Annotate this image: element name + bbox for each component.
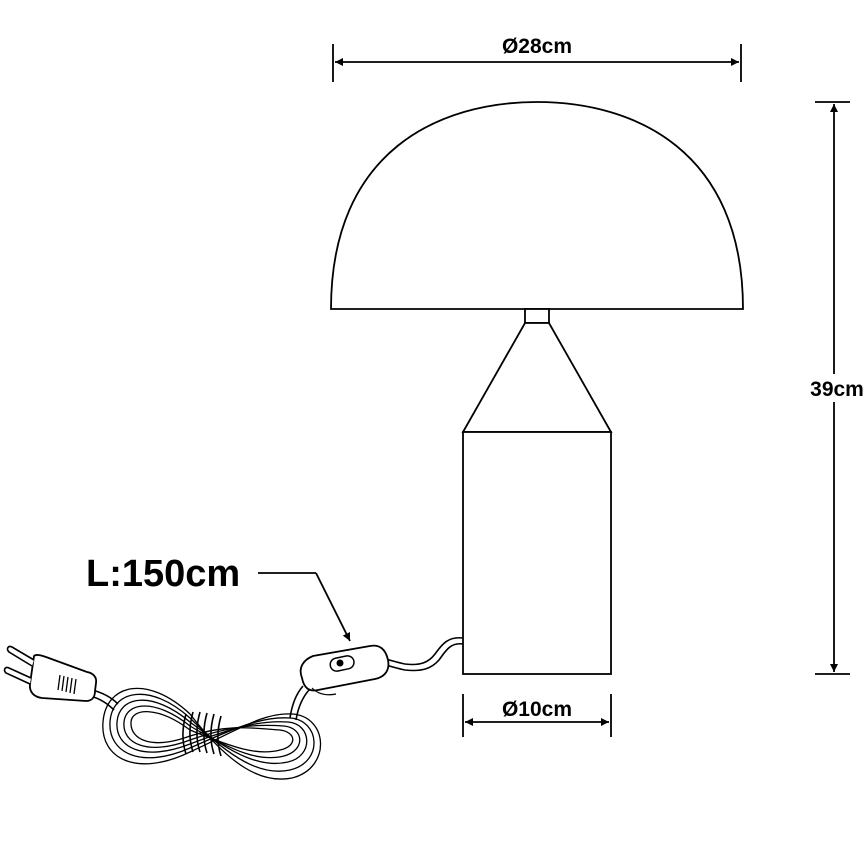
- coil-binding: [182, 711, 222, 757]
- lamp-shade: [330, 101, 744, 310]
- height-dimension: 39cm: [806, 101, 868, 675]
- lamp-base: [462, 431, 612, 675]
- base-diameter-dimension: Ø10cm: [462, 694, 612, 737]
- power-cord: [379, 636, 464, 672]
- switch-knob: [336, 659, 344, 667]
- plug-pin-top: [6, 645, 35, 667]
- plug-body: [29, 654, 98, 702]
- lamp-cone: [461, 322, 613, 433]
- height-label-backdrop: [806, 375, 868, 401]
- height-label: 39cm: [810, 378, 864, 401]
- callout-leader-arrow: [315, 572, 351, 642]
- cord-length-label: L:150cm: [86, 553, 240, 595]
- lamp-neck: [524, 308, 550, 324]
- shade-diameter-dimension: Ø28cm: [332, 35, 742, 82]
- inline-switch: [299, 644, 390, 696]
- cord-length-callout: L:150cm: [86, 553, 351, 642]
- plug-pin-bottom: [3, 666, 32, 685]
- base-diameter-label: Ø10cm: [502, 698, 572, 721]
- cord-to-coil: [289, 685, 310, 721]
- coiled-cord: [102, 687, 322, 780]
- power-plug: [3, 645, 98, 702]
- shade-diameter-label: Ø28cm: [502, 35, 572, 58]
